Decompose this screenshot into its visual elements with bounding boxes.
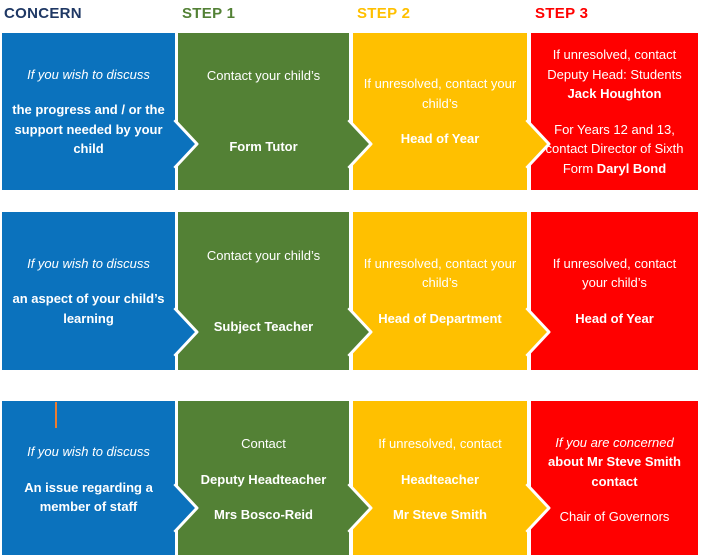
cell-paragraph: If you are concerned about Mr Steve Smit…: [541, 433, 688, 492]
text-run: Contact: [241, 436, 286, 452]
column-header-step-1: STEP 1: [182, 5, 236, 22]
text-run: the progress and / or the support needed…: [12, 102, 165, 156]
text-run: If unresolved, contact Deputy Head: Stud…: [547, 47, 682, 82]
text-run: Daryl Bond: [596, 160, 667, 176]
text-run: If you are concerned: [555, 434, 674, 450]
text-run: If you wish to discuss: [27, 444, 150, 460]
cell-paragraph: Contact your child’s: [188, 66, 339, 86]
text-run: Chair of Governors: [559, 509, 670, 524]
text-run: If unresolved, contact your child’s: [363, 255, 517, 291]
cell-paragraph: If unresolved, contact your child’s: [363, 254, 517, 293]
text-run: Head of Year: [575, 310, 654, 326]
cell-paragraph: Chair of Governors: [541, 507, 688, 527]
cell-paragraph: Head of Year: [363, 129, 517, 149]
cell-paragraph: If unresolved, contact: [363, 434, 517, 454]
chevron-right-icon: [525, 482, 551, 533]
cell-paragraph: Contact your child’s: [188, 246, 339, 266]
cell-paragraph: Form Tutor: [188, 137, 339, 157]
text-run: If unresolved, contact your child’s: [552, 255, 677, 291]
cell-paragraph: Headteacher: [363, 470, 517, 490]
cell-paragraph: If you wish to discuss: [12, 65, 165, 85]
chevron-right-icon: [347, 482, 373, 533]
text-run: Form Tutor: [229, 139, 298, 155]
chevron-right-icon: [525, 119, 551, 170]
cell-progress-and-support-concern: If you wish to discuss the progress and /…: [2, 33, 199, 190]
text-run: Head of Department: [378, 310, 502, 326]
chevron-right-icon: [173, 482, 199, 533]
cell-progress-and-support-step-1: Contact your child’s Form Tutor: [178, 33, 373, 190]
chevron-right-icon: [347, 307, 373, 358]
cell-paragraph: If unresolved, contact your child’s: [541, 254, 688, 293]
cell-paragraph: Mrs Bosco-Reid: [188, 505, 339, 525]
column-header-concern: CONCERN: [4, 5, 82, 22]
chevron-right-icon: [173, 119, 199, 170]
cell-paragraph: [188, 102, 339, 122]
cell-paragraph: the progress and / or the support needed…: [12, 100, 165, 159]
text-run: Head of Year: [400, 131, 480, 147]
text-run: An issue regarding a member of staff: [24, 479, 153, 515]
text-cursor-artifact: [55, 402, 57, 428]
text-run: Mr Steve Smith: [393, 507, 487, 523]
text-run: Mrs Bosco-Reid: [214, 507, 313, 523]
chevron-right-icon: [173, 307, 199, 358]
column-header-step-2: STEP 2: [357, 5, 411, 22]
cell-paragraph: Contact: [188, 434, 339, 454]
chevron-right-icon: [525, 307, 551, 358]
cell-issue-regarding-staff-step-3: If you are concerned about Mr Steve Smit…: [531, 401, 698, 555]
cell-paragraph: Subject Teacher: [188, 317, 339, 337]
text-run: Jack Houghton: [567, 86, 662, 101]
cell-paragraph: Head of Department: [363, 309, 517, 329]
cell-paragraph: Deputy Headteacher: [188, 470, 339, 490]
text-run: If unresolved, contact your child’s: [363, 76, 517, 111]
text-run: Subject Teacher: [213, 318, 314, 334]
text-run: an aspect of your child’s learning: [12, 291, 165, 326]
text-run: If unresolved, contact: [378, 436, 502, 452]
cell-aspect-of-learning-step-1: Contact your child’s Subject Teacher: [178, 212, 373, 370]
cell-progress-and-support-step-3: If unresolved, contact Deputy Head: Stud…: [531, 33, 698, 190]
cell-paragraph: If unresolved, contact Deputy Head: Stud…: [541, 45, 688, 104]
column-header-step-3: STEP 3: [535, 5, 589, 22]
text-run: If you wish to discuss: [27, 255, 150, 271]
text-run: For Years 12 and 13, contact Director of…: [545, 121, 684, 176]
text-run: about Mr Steve Smith contact: [548, 454, 681, 489]
cell-paragraph: If you wish to discuss: [12, 254, 165, 274]
cell-paragraph: For Years 12 and 13, contact Director of…: [541, 120, 688, 179]
text-run: Contact your child’s: [206, 68, 321, 84]
cell-paragraph: Head of Year: [541, 309, 688, 329]
chevron-right-icon: [347, 119, 373, 170]
text-run: Deputy Headteacher: [200, 471, 327, 487]
cell-aspect-of-learning-concern: If you wish to discuss an aspect of your …: [2, 212, 199, 370]
text-run: Contact your child’s: [206, 247, 321, 263]
cell-paragraph: Mr Steve Smith: [363, 505, 517, 525]
cell-paragraph: If you wish to discuss: [12, 442, 165, 462]
cell-paragraph: An issue regarding a member of staff: [12, 478, 165, 517]
text-run: Headteacher: [400, 471, 480, 487]
cell-paragraph: [188, 281, 339, 301]
text-run: If you wish to discuss: [27, 66, 150, 82]
cell-paragraph: an aspect of your child’s learning: [12, 289, 165, 328]
cell-paragraph: If unresolved, contact your child’s: [363, 74, 517, 113]
cell-issue-regarding-staff-concern: If you wish to discuss An issue regarding…: [2, 401, 199, 555]
